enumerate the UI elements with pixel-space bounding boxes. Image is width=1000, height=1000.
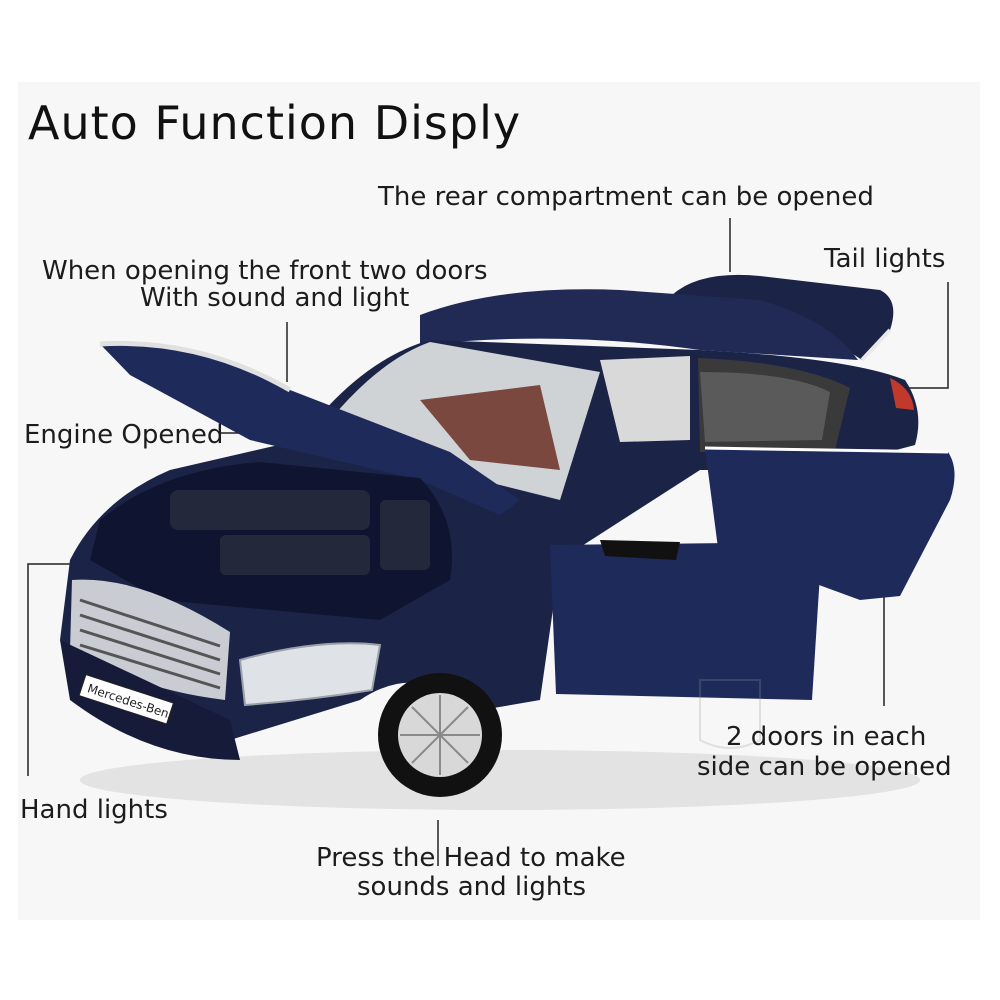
grille-slats [79,598,221,690]
headlight [238,642,382,707]
rear-compartment-label: The rear compartment can be opened [378,182,874,212]
plate-background [78,674,175,725]
hand-callout-line [27,563,72,776]
doors-label-line1: 2 doors in each [726,722,927,752]
hood-lid [100,343,520,515]
rim-spokes [400,695,480,775]
front-door-open [550,542,822,700]
engine-block [170,490,430,575]
tail-light [890,378,914,410]
rear-window-frame [600,356,690,442]
side-mirror [600,540,680,560]
tail-lights-label: Tail lights [824,244,946,274]
hood-edge [99,340,292,393]
engine-opened-label: Engine Opened [24,420,224,450]
interior-seats-front [420,385,560,470]
front-doors-label: When opening the front two doors [42,256,488,286]
engine-manifold [220,535,370,575]
tail-callout-line [898,282,949,389]
rear-door-open [705,448,955,600]
rear-door-edge [704,446,949,454]
car-shadow [80,750,920,810]
sound-light-label: With sound and light [140,283,410,313]
page-title: Auto Function Disply [28,96,522,150]
interior-seats-rear [700,372,830,442]
trunk-lid-edge [860,328,892,362]
doors-label-line2: side can be opened [697,752,952,782]
watermark-logo [699,679,761,749]
engine-battery [380,500,430,570]
press-head-label-line1: Press the Head to make [316,843,626,873]
car-roof [420,289,858,360]
press-head-label-line2: sounds and lights [357,872,587,902]
hand-lights-label: Hand lights [20,795,168,825]
engine-cover [170,490,370,530]
